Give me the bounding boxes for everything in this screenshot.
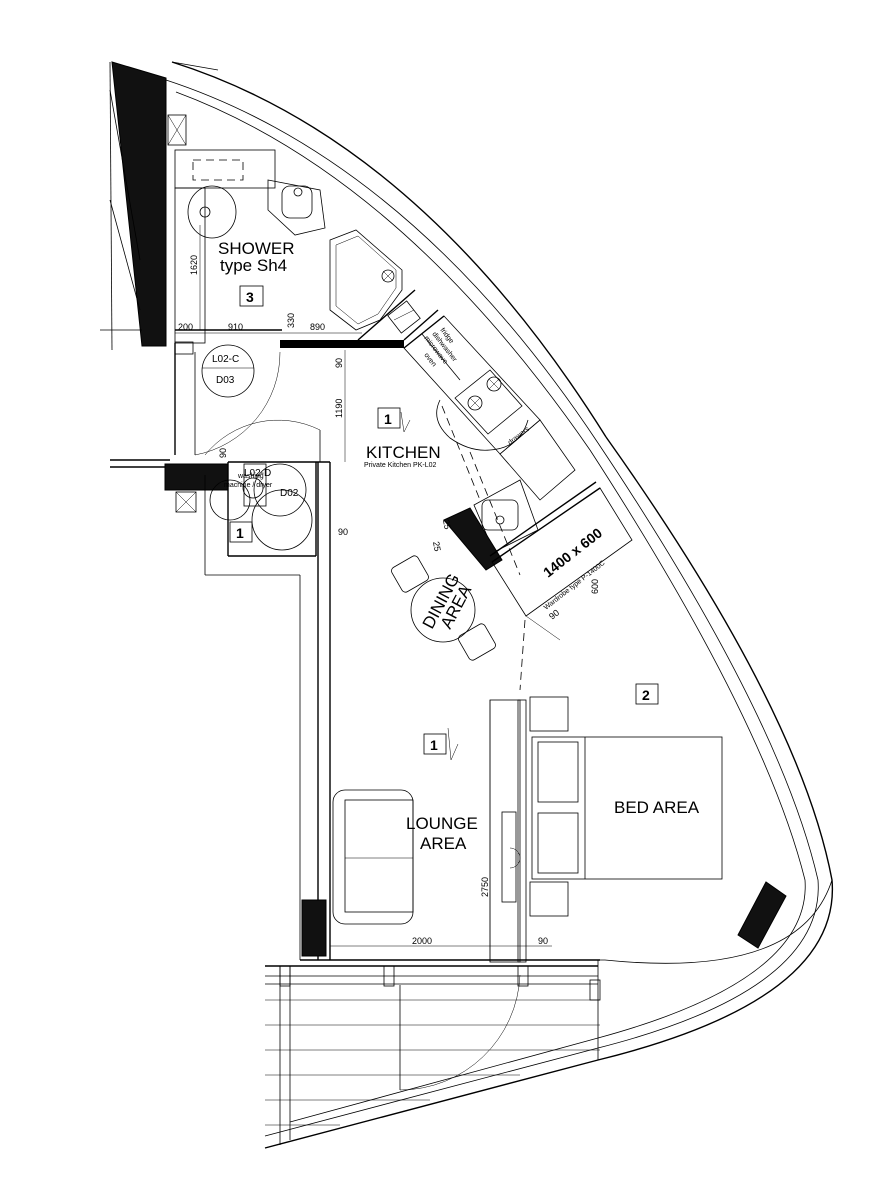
bed-area: BED AREA 2 [529,683,787,949]
level-change-icon [400,411,411,433]
shower-label: SHOWER [218,239,295,258]
chair-icon [458,623,496,661]
dim-25-a: 25 [441,519,453,531]
machine-dryer-label: machine / dryer [224,482,273,489]
bedside-table [529,881,569,917]
tv-unit [501,811,517,903]
door-d03-type: L02-C [212,354,239,365]
door-swing-icon [399,974,521,1091]
washbasin-icon [267,179,326,236]
dim-330: 330 [286,313,296,328]
bed-label: BED AREA [614,798,700,817]
shower-tray [329,229,403,331]
shower-room: SHOWER type Sh4 3 [174,149,445,349]
door-d03: L02-C D03 [174,341,281,456]
room-tag-2-num: 2 [642,687,650,703]
room-tag-1-lounge [423,733,447,755]
dim-90-d: 90 [547,608,561,622]
dim-890: 890 [310,322,325,332]
room-tag-1-lounge-num: 1 [430,737,438,753]
pillow [537,812,579,874]
lounge-west-wall [299,462,600,961]
level-change-icon [447,727,459,761]
room-tag-1-laundry [229,521,253,543]
door-d02-type: L02-D [244,468,271,479]
bedside-table [529,696,569,732]
dim-25-b: 25 [431,541,443,553]
curved-facade [165,61,834,1149]
dim-90-c: 90 [338,527,348,537]
kitchen-type-label: Private Kitchen PK-L02 [364,462,436,469]
shower-type-label: type Sh4 [220,256,287,275]
dim-1190: 1190 [334,399,344,418]
washing-label: washing [237,473,264,480]
washing-machine [243,463,267,507]
chair-icon [391,555,429,593]
room-tag-1-kitchen-num: 1 [384,411,392,427]
dim-200: 200 [178,322,193,332]
dim-90-b: 90 [218,448,228,458]
room-tag-2 [635,683,659,705]
dim-90-a: 90 [334,358,344,368]
bed [531,736,723,880]
pillow [537,741,579,803]
dim-910: 910 [228,322,243,332]
lounge-area: 1 LOUNGE AREA [332,699,527,963]
lounge-label-2: AREA [420,834,467,853]
toilet-icon [187,185,237,239]
wardrobe: 1400 x 600 Wardrobe type P-1400C 600 90 [489,481,633,641]
dim-1620: 1620 [189,255,199,275]
kitchen-label: KITCHEN [366,443,441,462]
west-wall [100,61,187,351]
dining-table [410,577,476,643]
door-d03-label: D03 [216,375,235,386]
sink-icon [495,515,505,525]
door-swing-icon [194,351,281,456]
door-d02-label: D02 [280,488,299,499]
dim-90-e: 90 [538,936,548,946]
dim-600: 600 [590,579,600,594]
room-tag-1-kitchen [377,407,401,429]
kitchen-label-group: 1 KITCHEN Private Kitchen PK-L02 [364,407,441,469]
room-tag-1-laundry-num: 1 [236,525,244,541]
kitchen-counter: fridge dishwasher microwave oven drawers [387,300,576,576]
dim-2000: 2000 [412,936,432,946]
room-tag-3-num: 3 [246,289,254,305]
balcony [265,879,833,1145]
laundry-area: 1 L02-D washing machine / dryer D02 [110,419,330,576]
dining-area: DINING AREA 25 25 [391,519,526,691]
cooktop-icon [454,369,523,435]
room-tag-3 [239,285,264,307]
drawers-label: drawers [507,425,531,446]
dim-2750: 2750 [480,877,490,897]
lounge-label-1: LOUNGE [406,814,478,833]
dimensions: 1620 200 910 330 890 90 1190 90 90 2750 … [175,225,552,962]
